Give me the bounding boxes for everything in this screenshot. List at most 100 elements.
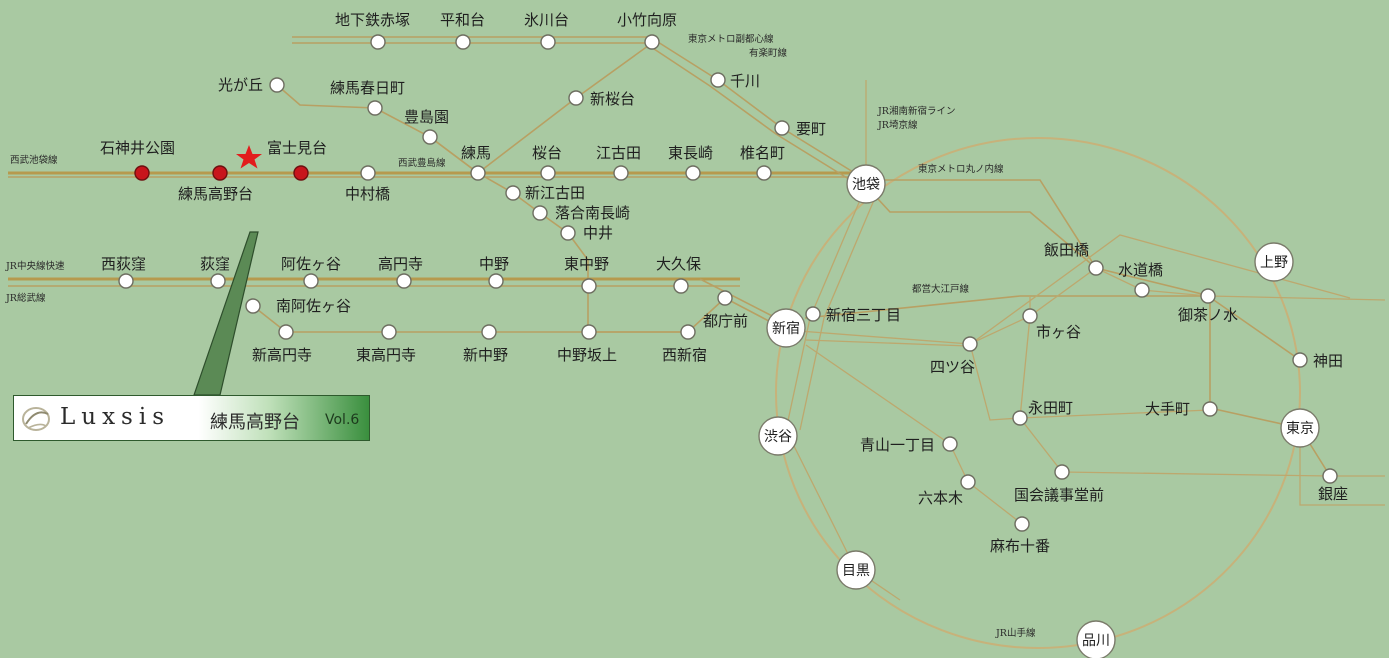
station-tochomae (717, 290, 733, 306)
station-kanda (1292, 352, 1308, 368)
label-toshimaen: 豊島園 (404, 108, 449, 126)
chuo-to-ochanomizu (804, 295, 1301, 361)
label-kanamecho: 要町 (796, 120, 826, 138)
yurakucho-line (292, 42, 861, 187)
label-minami-asagaya: 南阿佐ヶ谷 (276, 297, 351, 315)
label-seibu-ikebukuro: 西武池袋線 (10, 154, 58, 166)
label-ochanomizu: 御茶ノ水 (1178, 306, 1238, 324)
brand-volume: Vol.6 (325, 412, 360, 428)
station-roppongi (960, 474, 976, 490)
label-heiwadai: 平和台 (440, 11, 485, 29)
label-shin-egota: 新江古田 (525, 184, 585, 202)
station-iidabashi (1088, 260, 1104, 276)
label-shin-nakano: 新中野 (463, 346, 508, 364)
station-minami-asagaya (245, 298, 261, 314)
station-hikawadai (540, 34, 556, 50)
hub-shinagawa (1076, 620, 1116, 658)
station-nerima (470, 165, 486, 181)
label-asagaya: 阿佐ヶ谷 (281, 255, 341, 273)
station-nakano-sakaue (581, 324, 597, 340)
station-ekoda (613, 165, 629, 181)
label-kotake-mukaihara: 小竹向原 (617, 11, 677, 29)
label-ochiai-minami-nagasaki: 落合南長崎 (555, 204, 630, 222)
shinjuku-yotsuya (805, 234, 1351, 347)
label-aoyama-itchome: 青山一丁目 (860, 436, 935, 454)
label-nagatacho: 永田町 (1028, 399, 1073, 417)
label-nakano: 中野 (479, 255, 509, 273)
label-jr-shonan-2: JR埼京線 (877, 119, 918, 131)
yotsuya-nagatacho (969, 343, 1211, 421)
oedo-east (785, 267, 1209, 345)
station-shinjuku-sanchome (805, 306, 821, 322)
station-ginza (1322, 468, 1338, 484)
label-okubo: 大久保 (656, 255, 701, 273)
station-shin-sakuradai (568, 90, 584, 106)
label-hikarigaoka: 光が丘 (218, 76, 263, 94)
star-icon (236, 145, 262, 169)
label-shin-koenji: 新高円寺 (252, 346, 312, 364)
label-kanda: 神田 (1313, 352, 1343, 370)
label-higashi-nakano: 東中野 (564, 255, 609, 273)
station-nakamurabashi (360, 165, 376, 181)
label-metro-marunouchi: 東京メトロ丸ノ内線 (918, 163, 1004, 175)
station-senkawa (710, 72, 726, 88)
station-shin-egota (505, 185, 521, 201)
label-tokyo: 東京 (1286, 421, 1314, 437)
label-meguro: 目黒 (842, 563, 870, 579)
yamanote-loop (775, 137, 1301, 649)
oedo-hikarigaoka (276, 84, 787, 333)
label-ginza: 銀座 (1318, 485, 1348, 503)
label-shinjuku: 新宿 (772, 320, 800, 337)
label-shinjuku-sanchome: 新宿三丁目 (826, 306, 901, 324)
nagatacho-kokkai (1019, 315, 1331, 477)
station-ogikubo (210, 273, 226, 289)
station-nakai (560, 225, 576, 241)
label-seibu-toshima: 西武豊島線 (398, 157, 446, 169)
station-shiinamachi (756, 165, 772, 181)
station-chikatetsu-akatsuka (370, 34, 386, 50)
label-ichigaya: 市ヶ谷 (1036, 323, 1081, 341)
swirl-logo-icon (22, 407, 50, 431)
label-yotsuya: 四ツ谷 (930, 358, 975, 376)
ginza-line (1299, 428, 1385, 506)
label-jr-yamanote: JR山手線 (995, 627, 1036, 639)
station-aoyama-itchome (942, 436, 958, 452)
label-metro-fukutoshin-2: 有楽町線 (749, 47, 788, 59)
station-higashi-nagasaki (685, 165, 701, 181)
label-ikebukuro: 池袋 (852, 177, 880, 193)
station-ochiai-minami-nagasaki (532, 205, 548, 221)
label-ekoda: 江古田 (596, 144, 641, 162)
station-yotsuya (962, 336, 978, 352)
station-kokkai-gijidomae (1054, 464, 1070, 480)
station-azabu-juban (1014, 516, 1030, 532)
station-higashi-koenji (381, 324, 397, 340)
label-senkawa: 千川 (730, 72, 760, 90)
label-shin-sakuradai: 新桜台 (590, 90, 635, 108)
label-shakujii-koen: 石神井公園 (100, 139, 175, 157)
station-nerima-kasugacho (367, 100, 383, 116)
east-line-1 (1209, 295, 1386, 301)
label-nakamurabashi: 中村橋 (345, 185, 390, 203)
label-iidabashi: 飯田橋 (1044, 241, 1089, 259)
station-heiwadai (455, 34, 471, 50)
hub-shibuya (758, 416, 798, 456)
station-otemachi (1202, 401, 1218, 417)
station-nagatacho (1012, 410, 1028, 426)
label-roppongi: 六本木 (918, 489, 963, 507)
station-ichigaya (1022, 308, 1038, 324)
station-nishi-ogikubo (118, 273, 134, 289)
label-toei-oedo: 都営大江戸線 (912, 283, 970, 295)
station-suidobashi (1134, 282, 1150, 298)
station-fujimidai (293, 165, 309, 181)
label-nerima-kasugacho: 練馬春日町 (330, 79, 405, 97)
marunouchi-line (865, 185, 1331, 477)
hub-shinjuku (766, 308, 806, 348)
label-jr-sobu: JR総武線 (5, 292, 46, 304)
station-hikarigaoka (269, 77, 285, 93)
station-shin-koenji (278, 324, 294, 340)
label-nerima: 練馬 (461, 144, 491, 162)
label-nishi-shinjuku: 西新宿 (662, 346, 707, 364)
marunouchi-north (866, 179, 1097, 269)
toshima-line (429, 136, 479, 174)
